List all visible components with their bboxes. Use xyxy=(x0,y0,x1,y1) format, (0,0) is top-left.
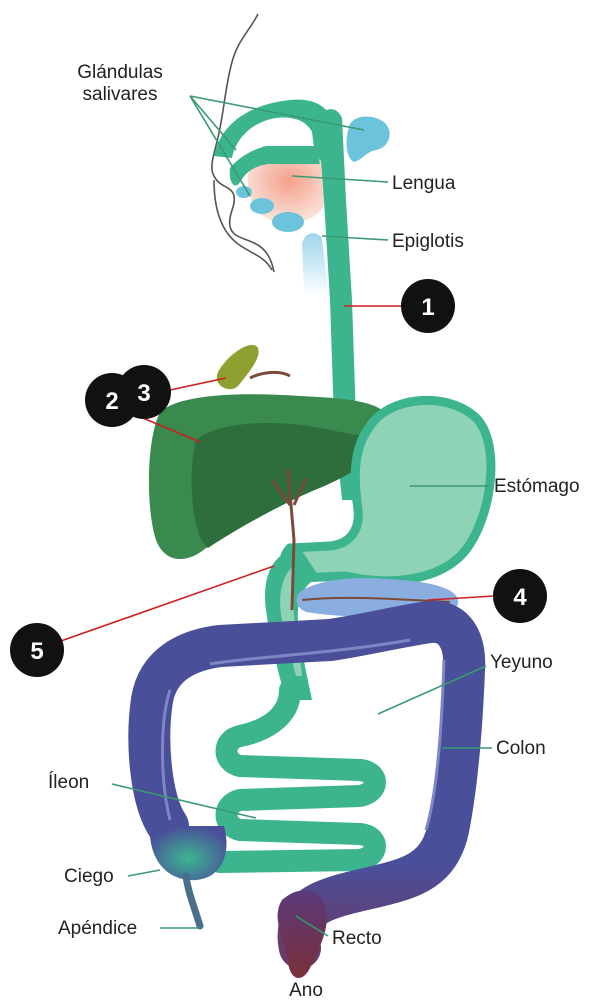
label-cecum: Ciego xyxy=(64,866,114,887)
leader-ciego xyxy=(128,870,160,876)
label-ileum: Íleon xyxy=(48,772,89,793)
label-stomach: Estómago xyxy=(494,476,580,497)
marker-4: 4 xyxy=(493,569,547,623)
salivary-gland-top xyxy=(347,117,390,163)
marker-5-label: 5 xyxy=(30,638,43,665)
label-anus: Ano xyxy=(289,980,323,1001)
rectum xyxy=(278,890,327,978)
small-intestine xyxy=(220,690,375,862)
appendix xyxy=(186,876,200,926)
marker-5: 5 xyxy=(10,623,64,677)
label-rectum: Recto xyxy=(332,928,382,949)
cecum xyxy=(150,826,227,880)
label-epiglottis: Epiglotis xyxy=(392,231,464,252)
marker-2-label: 2 xyxy=(105,388,118,415)
marker-3-label: 3 xyxy=(137,380,150,407)
marker-4-label: 4 xyxy=(513,584,527,611)
larynx xyxy=(302,233,328,297)
leader-salivary-c xyxy=(190,96,250,196)
marker-1: 1 xyxy=(401,279,455,333)
label-tongue: Lengua xyxy=(392,173,456,194)
label-jejunum: Yeyuno xyxy=(490,652,553,673)
marker-1-label: 1 xyxy=(421,294,434,321)
gallbladder xyxy=(217,345,259,389)
leader-marker-3 xyxy=(170,378,226,390)
salivary-gland-sublingual xyxy=(250,198,274,214)
label-colon: Colon xyxy=(496,738,546,759)
marker-3: 3 xyxy=(117,365,171,419)
label-salivary-glands-line2: salivares xyxy=(83,84,158,105)
label-salivary-glands-line1: Glándulas xyxy=(77,62,163,83)
label-appendix: Apéndice xyxy=(58,918,137,939)
salivary-gland-submandibular xyxy=(272,212,304,232)
